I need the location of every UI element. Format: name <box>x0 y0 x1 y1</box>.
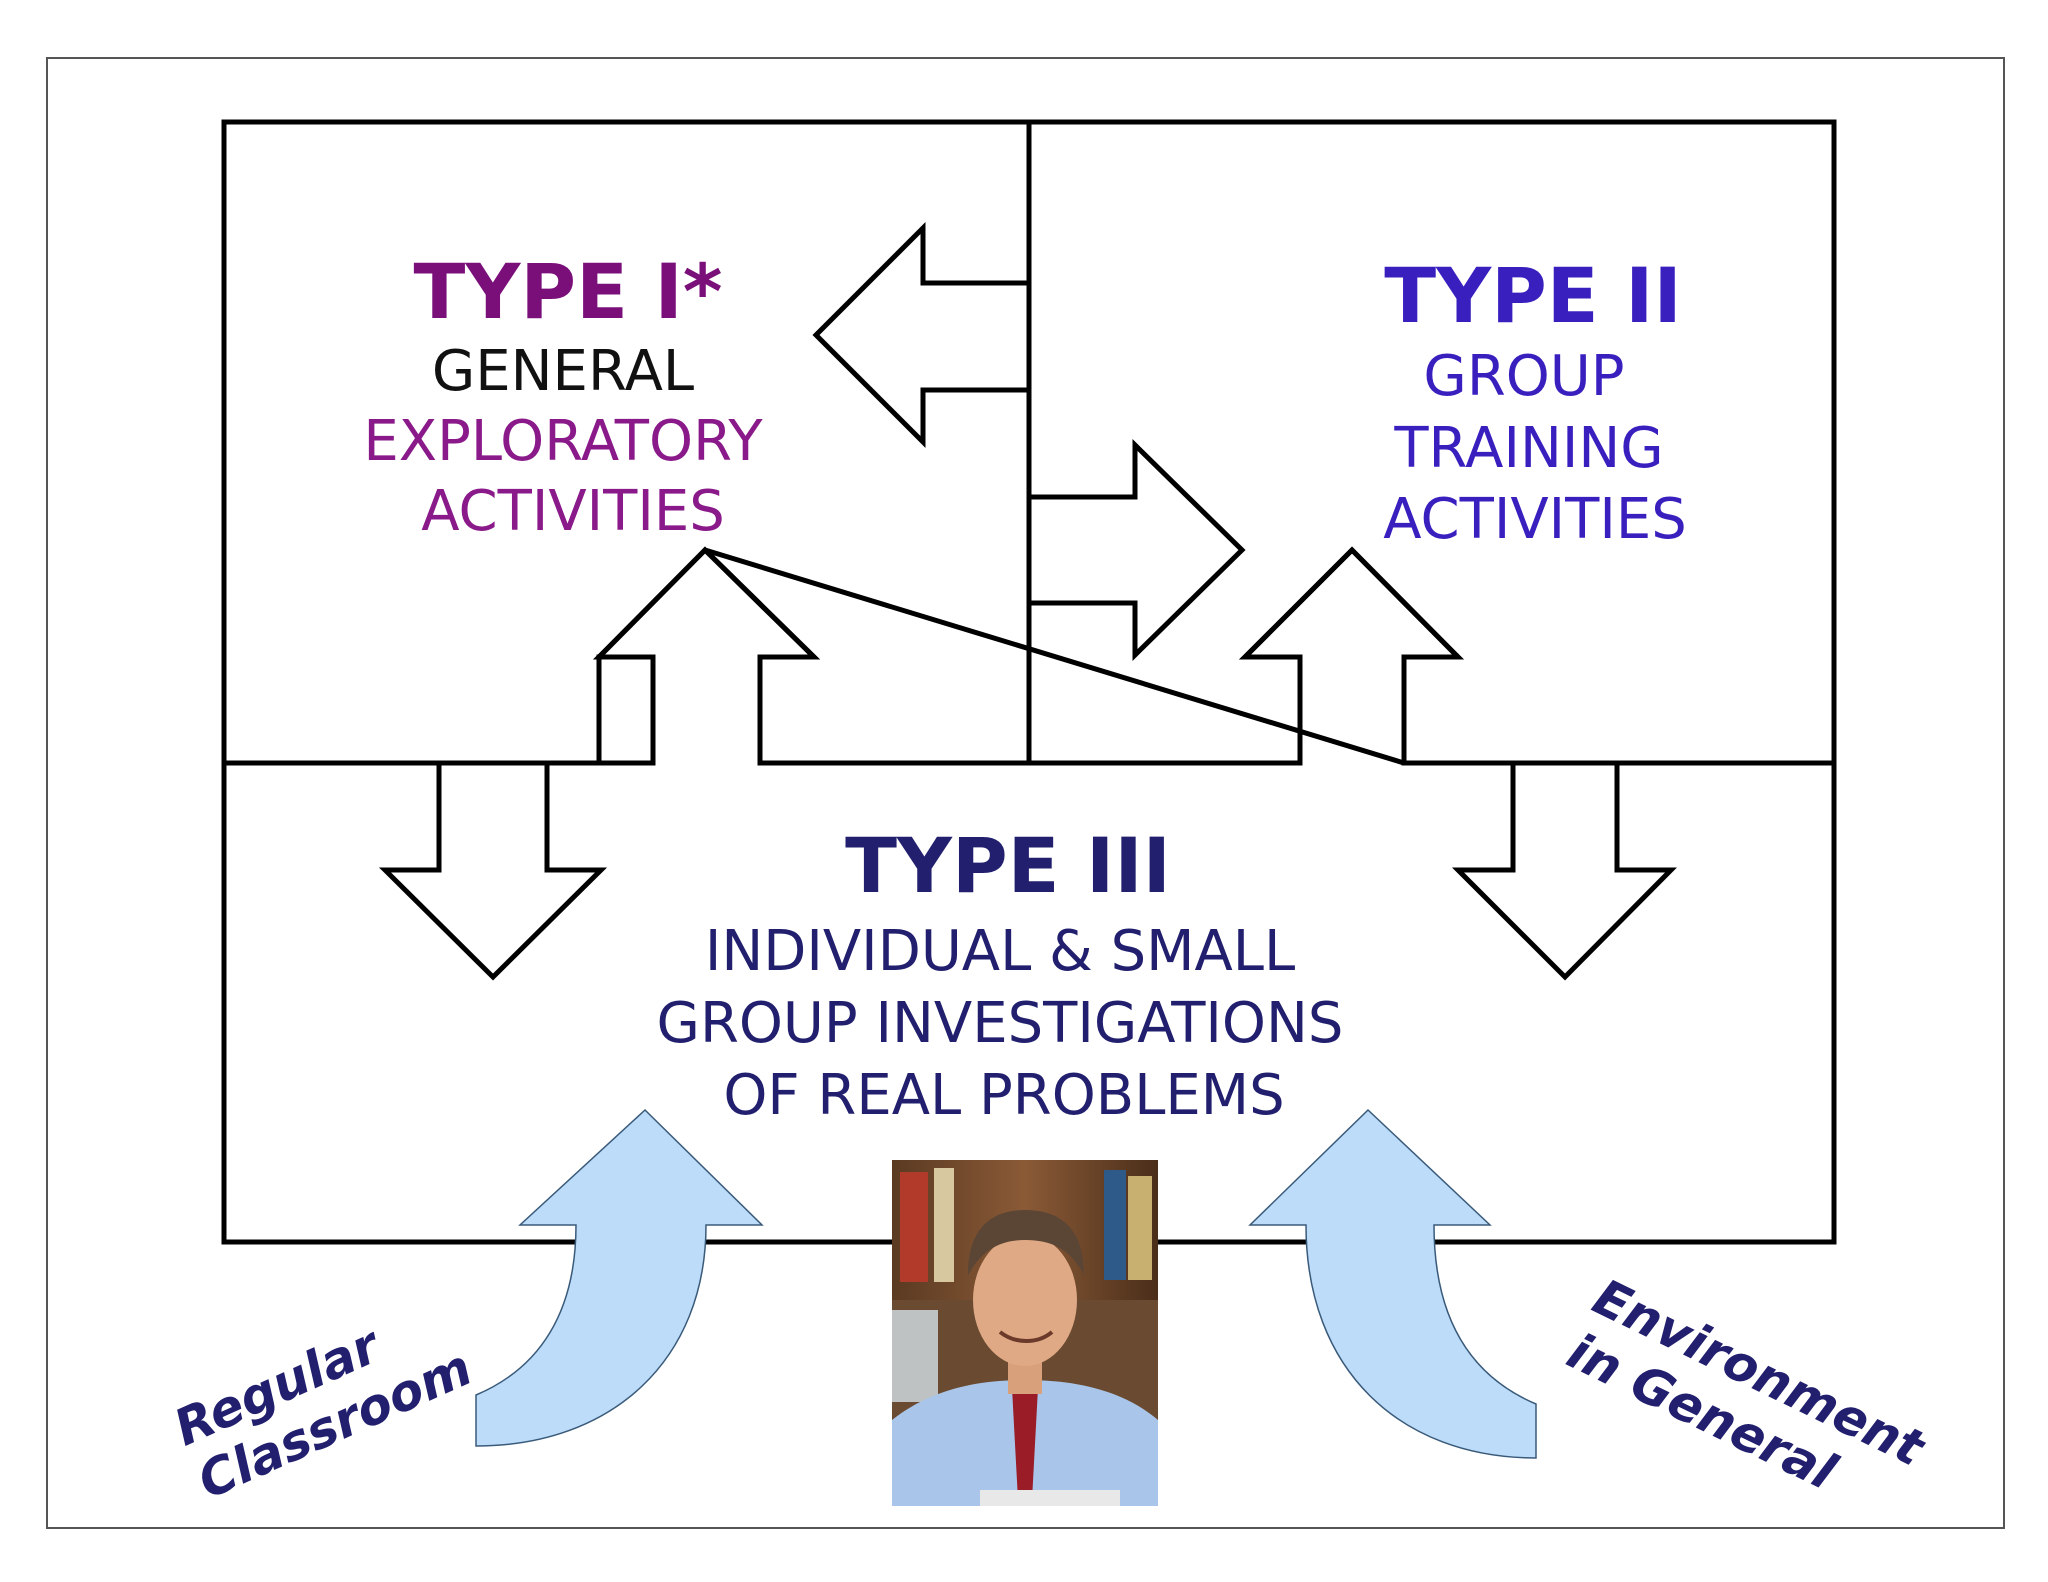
renzulli-photo <box>892 1160 1158 1506</box>
arrow-to-type1 <box>812 221 1032 449</box>
type3-title: TYPE III <box>845 821 1171 910</box>
type1-title: TYPE I* <box>414 247 723 336</box>
type2-line2: TRAINING <box>1393 416 1663 481</box>
environment-arrow <box>1248 1108 1537 1459</box>
type1-line3: ACTIVITIES <box>421 479 725 544</box>
type3-label: TYPE III INDIVIDUAL & SMALL GROUP INVEST… <box>657 821 1344 1128</box>
type1-line2: EXPLORATORY <box>363 409 763 474</box>
type2-label: TYPE II GROUP TRAINING ACTIVITIES <box>1383 251 1687 552</box>
type2-title: TYPE II <box>1384 251 1682 340</box>
type3-line2: GROUP INVESTIGATIONS <box>657 991 1344 1056</box>
type2-line1: GROUP <box>1423 344 1624 409</box>
type2-line3: ACTIVITIES <box>1383 487 1687 552</box>
regular-classroom-arrow <box>475 1108 764 1447</box>
type1-line1: GENERAL <box>432 339 694 404</box>
type3-line1: INDIVIDUAL & SMALL <box>705 919 1295 984</box>
type1-label: TYPE I* GENERAL EXPLORATORY ACTIVITIES <box>363 247 763 544</box>
type3-line3: OF REAL PROBLEMS <box>723 1063 1284 1128</box>
